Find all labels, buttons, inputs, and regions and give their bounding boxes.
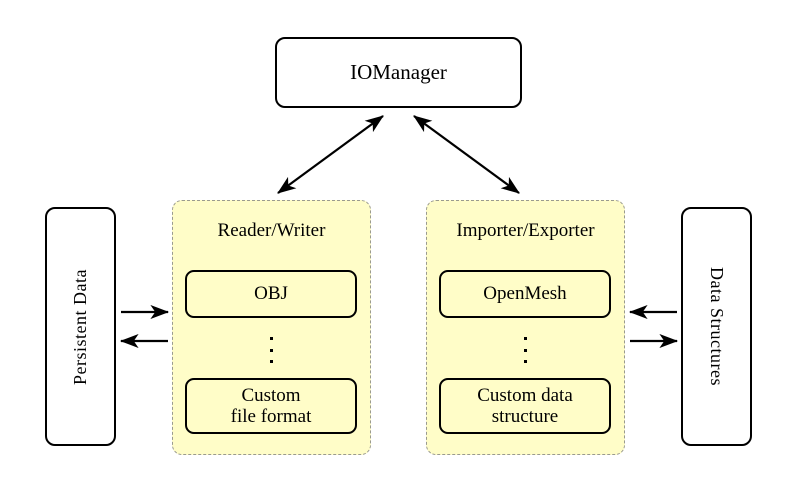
arrow-iomanager-reader-writer	[277, 115, 384, 194]
item-custom-data-structure-line2: structure	[491, 406, 559, 427]
item-custom-file-format-line1: Custom	[241, 384, 301, 406]
item-openmesh[interactable]: OpenMesh	[439, 270, 611, 318]
node-persistent-data[interactable]: Persistent Data	[45, 207, 116, 446]
arrow-iomanager-importer-exporter	[413, 115, 520, 194]
node-persistent-data-label: Persistent Data	[70, 268, 90, 385]
node-data-structures[interactable]: Data Structures	[681, 207, 752, 446]
node-iomanager-label: IOManager	[350, 60, 447, 84]
item-custom-file-format-line2: file format	[230, 406, 312, 427]
item-obj-label: OBJ	[254, 283, 288, 305]
node-iomanager[interactable]: IOManager	[275, 37, 522, 108]
item-custom-data-structure[interactable]: Custom data structure	[439, 378, 611, 434]
item-openmesh-label: OpenMesh	[483, 283, 567, 305]
group-reader-writer-title: Reader/Writer	[217, 220, 326, 241]
ellipsis-importer-exporter	[523, 337, 528, 363]
ellipsis-reader-writer	[269, 337, 274, 363]
item-custom-file-format[interactable]: Custom file format	[185, 378, 357, 434]
item-custom-data-structure-line1: Custom data	[477, 384, 573, 406]
item-obj[interactable]: OBJ	[185, 270, 357, 318]
group-importer-exporter-title: Importer/Exporter	[456, 220, 595, 241]
node-data-structures-label: Data Structures	[707, 267, 727, 386]
